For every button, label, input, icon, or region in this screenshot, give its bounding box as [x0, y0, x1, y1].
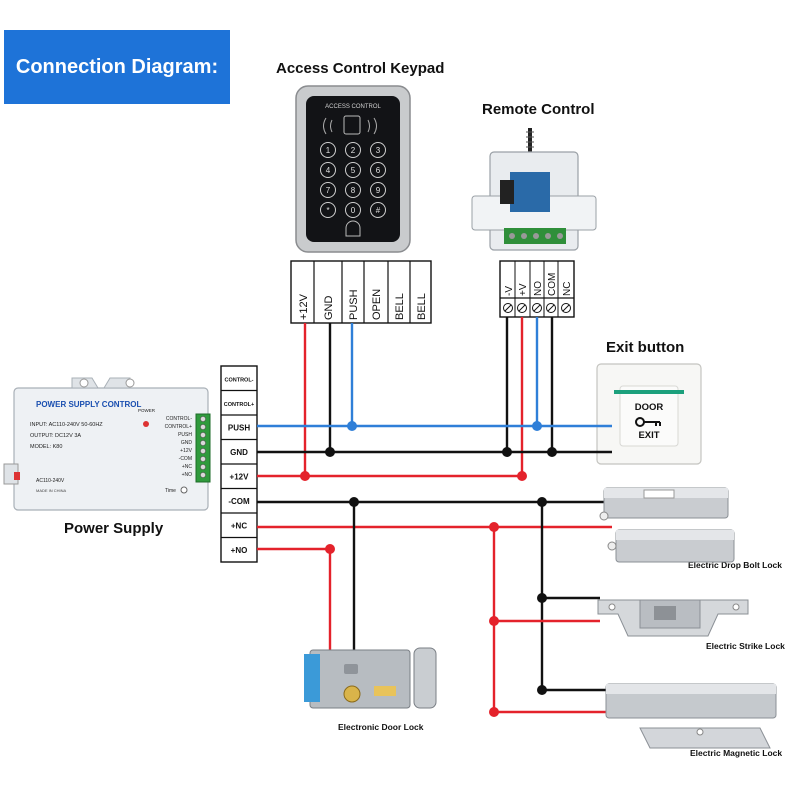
- psu-side-label: -COM: [179, 456, 192, 462]
- keypad-caption: Access Control Keypad: [276, 60, 445, 77]
- psu-time-label: Time: [165, 488, 176, 494]
- keypad-key-label: 3: [376, 146, 381, 155]
- remote-caption: Remote Control: [482, 101, 595, 118]
- keypad-key-label: 2: [351, 146, 356, 155]
- psu-side-label: CONTROL-: [166, 416, 192, 422]
- keypad-key: 2: [345, 142, 361, 158]
- psu-ac-text: AC110-240V: [36, 478, 65, 484]
- main-terminal-label: +NO: [231, 546, 248, 555]
- psu-terminal-screw: [200, 424, 206, 430]
- psu-output-text: OUTPUT: DC12V 3A: [30, 433, 81, 439]
- diagram-title-banner: Connection Diagram:: [4, 30, 230, 104]
- keypad-terminal-block: +12V GND PUSH OPEN BELL BELL: [290, 260, 432, 324]
- keypad-key-label: 5: [351, 166, 356, 175]
- keypad-term-push: PUSH: [348, 289, 360, 320]
- magnetic-lock-device: [605, 683, 777, 749]
- psu-side-label: PUSH: [178, 432, 192, 438]
- keypad-term-open: OPEN: [371, 289, 383, 320]
- remote-term-nc: NC: [562, 282, 573, 296]
- keypad-term-12v: +12V: [298, 293, 310, 320]
- psu-terminal-screw: [200, 432, 206, 438]
- keypad-key-label: 9: [376, 186, 381, 195]
- psu-terminal-screw: [200, 472, 206, 478]
- psu-terminal-screw: [200, 464, 206, 470]
- remote-term-com: COM: [547, 273, 558, 296]
- psu-side-label: +12V: [180, 448, 192, 454]
- keypad-key: *: [320, 202, 336, 218]
- psu-title-text: POWER SUPPLY CONTROL: [36, 400, 141, 409]
- exit-button-exit-text: EXIT: [638, 430, 659, 441]
- keypad-key: 9: [370, 182, 386, 198]
- main-terminal-block: CONTROL- CONTROL+ PUSH GND +12V -COM +NC +NO: [220, 365, 258, 563]
- keypad-device: ACCESS CONTROL 1 2 3 4 5 6 7 8 9 * 0 #: [295, 85, 411, 253]
- drop-bolt-caption: Electric Drop Bolt Lock: [688, 560, 782, 570]
- psu-power-led: [143, 421, 149, 427]
- junction-dots: [300, 421, 557, 717]
- psu-power-label: POWER: [138, 408, 156, 413]
- psu-terminal-screw: [200, 416, 206, 422]
- keypad-key: 1: [320, 142, 336, 158]
- main-terminal-label: PUSH: [228, 423, 250, 432]
- drop-bolt-lock-device: [599, 487, 735, 563]
- keypad-key-label: #: [376, 206, 381, 215]
- keypad-key-label: 0: [351, 206, 356, 215]
- keypad-key-label: *: [326, 206, 329, 215]
- keypad-key-label: 1: [326, 146, 331, 155]
- psu-terminal-screw: [200, 448, 206, 454]
- keypad-term-bell-2: BELL: [416, 293, 428, 320]
- main-terminal-label: +12V: [230, 472, 250, 481]
- door-lock-device: [304, 647, 437, 709]
- keypad-key: 6: [370, 162, 386, 178]
- main-terminal-label: -COM: [228, 497, 250, 506]
- power-supply-device: POWER SUPPLY CONTROL INPUT: AC110-240V 5…: [3, 377, 211, 511]
- remote-receiver-device: [471, 128, 597, 251]
- door-lock-caption: Electronic Door Lock: [338, 722, 424, 732]
- keypad-brand-text: ACCESS CONTROL: [325, 104, 381, 110]
- main-terminal-label: GND: [230, 448, 248, 457]
- psu-made-text: MADE IN CHINA: [36, 488, 67, 493]
- remote-term-no: NO: [533, 281, 544, 296]
- keypad-key-label: 8: [351, 186, 356, 195]
- exit-button-caption: Exit button: [606, 339, 685, 356]
- strike-lock-device: [597, 599, 749, 637]
- psu-side-label: CONTROL+: [165, 424, 192, 430]
- strike-caption: Electric Strike Lock: [706, 641, 785, 651]
- remote-term-plus-v: +V: [518, 283, 529, 296]
- keypad-key: #: [370, 202, 386, 218]
- keypad-key-label: 4: [326, 166, 331, 175]
- remote-term-minus-v: -V: [504, 286, 515, 296]
- keypad-key: 4: [320, 162, 336, 178]
- keypad-key-label: 6: [376, 166, 381, 175]
- keypad-term-gnd: GND: [323, 296, 335, 321]
- psu-model-text: MODEL: K80: [30, 444, 62, 450]
- keypad-key-label: 7: [326, 186, 331, 195]
- keypad-key: 8: [345, 182, 361, 198]
- main-terminal-label: +NC: [231, 521, 247, 530]
- keypad-key: 0: [345, 202, 361, 218]
- key-icon: [635, 417, 661, 427]
- psu-terminal-screw: [200, 456, 206, 462]
- main-terminal-label: CONTROL+: [224, 402, 254, 408]
- magnetic-caption: Electric Magnetic Lock: [690, 748, 783, 758]
- exit-button-device: DOOR EXIT: [596, 363, 702, 465]
- keypad-key: 3: [370, 142, 386, 158]
- main-terminal-label: CONTROL-: [224, 377, 253, 383]
- keypad-key: 5: [345, 162, 361, 178]
- remote-terminal-block: -V +V NO COM NC: [499, 260, 575, 318]
- psu-side-label: +NC: [182, 464, 193, 470]
- psu-side-label: +NO: [182, 472, 193, 478]
- psu-input-text: INPUT: AC110-240V 50-60HZ: [30, 422, 103, 428]
- power-supply-caption: Power Supply: [64, 520, 164, 537]
- exit-button-door-text: DOOR: [635, 402, 664, 413]
- keypad-term-bell-1: BELL: [394, 293, 406, 320]
- keypad-key: 7: [320, 182, 336, 198]
- psu-side-label: GND: [181, 440, 193, 446]
- psu-terminal-screw: [200, 440, 206, 446]
